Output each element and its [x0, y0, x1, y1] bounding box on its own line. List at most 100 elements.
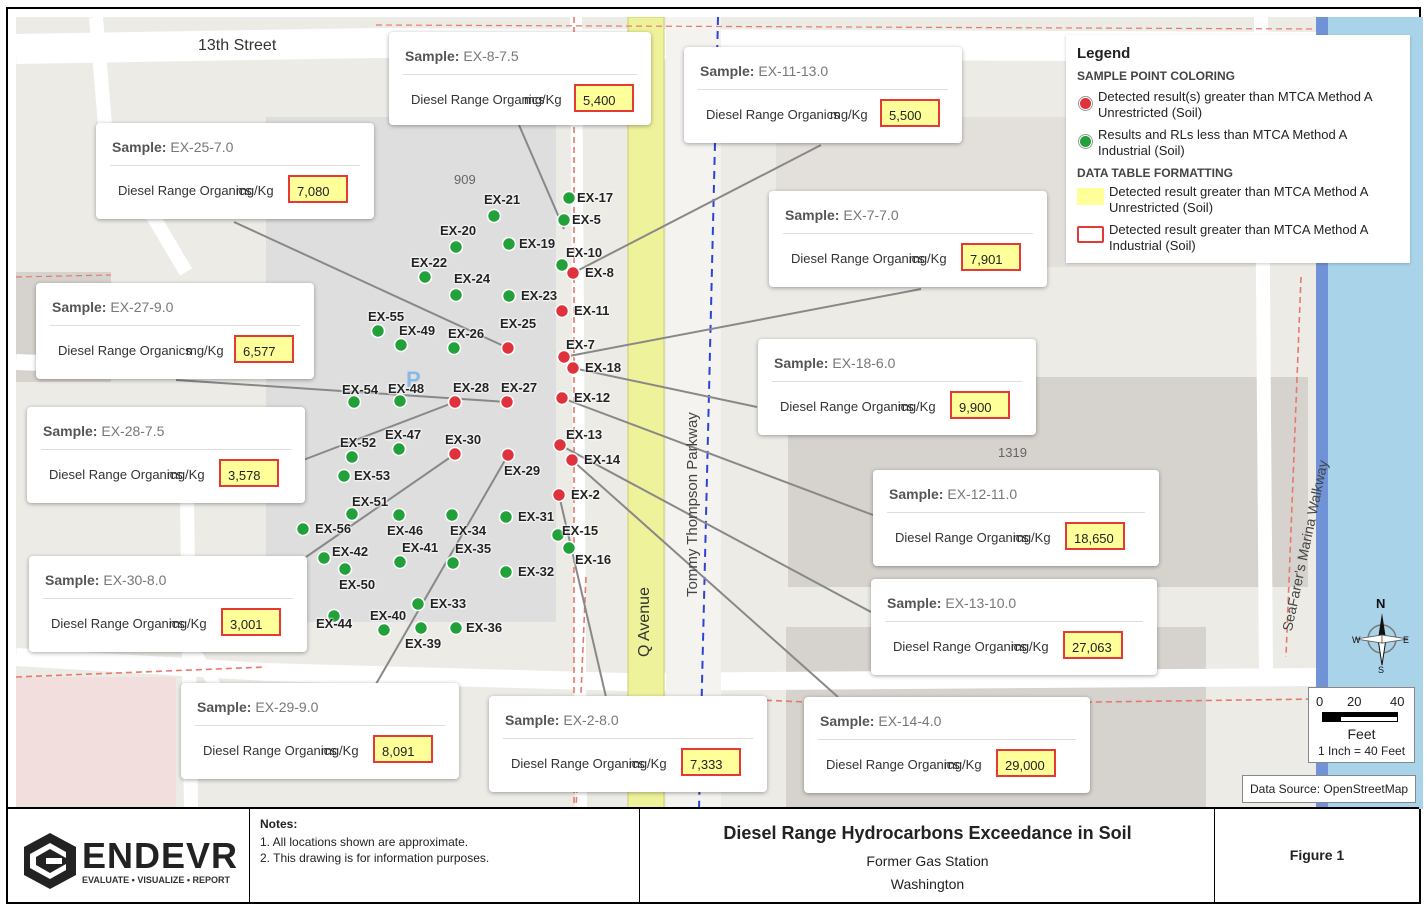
- callout-title: Sample: EX-8-7.5: [405, 48, 519, 64]
- sample-label-ex-5: EX-5: [572, 212, 601, 227]
- sample-point-ex-39[interactable]: [413, 620, 429, 636]
- sample-point-ex-2[interactable]: [551, 487, 567, 503]
- sample-point-ex-50[interactable]: [337, 561, 353, 577]
- callout-sample-label: Sample:: [43, 423, 98, 439]
- sample-label-ex-54: EX-54: [342, 382, 379, 397]
- sample-point-ex-51[interactable]: [344, 506, 360, 522]
- callout-sample-id: EX-28-7.5: [101, 423, 165, 439]
- sample-point-ex-44[interactable]: [326, 608, 342, 624]
- callout-sample-label: Sample:: [774, 355, 829, 371]
- sample-point-ex-42[interactable]: [316, 550, 332, 566]
- sample-point-ex-26[interactable]: [446, 340, 462, 356]
- sample-point-ex-20[interactable]: [448, 239, 464, 255]
- sample-point-ex-31[interactable]: [498, 509, 514, 525]
- legend-red-dot-label: Detected result(s) greater than MTCA Met…: [1098, 89, 1372, 120]
- sample-point-ex-24[interactable]: [448, 287, 464, 303]
- legend-coloring-header: SAMPLE POINT COLORING: [1077, 69, 1236, 83]
- sample-point-ex-32[interactable]: [498, 564, 514, 580]
- callout-value: 5,400: [574, 84, 634, 112]
- sample-point-ex-11[interactable]: [554, 303, 570, 319]
- sample-label-ex-33: EX-33: [430, 596, 467, 611]
- sample-point-ex-30[interactable]: [447, 446, 463, 462]
- sample-point-ex-47[interactable]: [391, 441, 407, 457]
- sample-point-ex-15[interactable]: [550, 527, 566, 543]
- callout-parameter: Diesel Range Organics: [49, 467, 183, 482]
- sample-point-ex-29[interactable]: [500, 447, 516, 463]
- callout-title: Sample: EX-18-6.0: [774, 355, 895, 371]
- sample-point-ex-13[interactable]: [552, 437, 568, 453]
- sample-point-ex-35[interactable]: [445, 555, 461, 571]
- sample-point-ex-53[interactable]: [336, 468, 352, 484]
- sample-point-ex-21[interactable]: [486, 208, 502, 224]
- sample-point-ex-40[interactable]: [376, 622, 392, 638]
- sample-point-ex-8[interactable]: [565, 265, 581, 281]
- sample-label-ex-18: EX-18: [585, 360, 622, 375]
- callout-divider: [503, 738, 753, 739]
- address-1319: 1319: [998, 445, 1027, 460]
- sample-point-ex-41[interactable]: [392, 554, 408, 570]
- sample-point-ex-19[interactable]: [501, 236, 517, 252]
- sample-point-ex-56[interactable]: [295, 521, 311, 537]
- sample-point-ex-23[interactable]: [501, 288, 517, 304]
- sample-point-ex-54[interactable]: [346, 394, 362, 410]
- sample-point-ex-16[interactable]: [561, 540, 577, 556]
- sample-point-ex-17[interactable]: [561, 190, 577, 206]
- callout-sample-id: EX-25-7.0: [170, 139, 234, 155]
- callout-parameter: Diesel Range Organics: [51, 616, 185, 631]
- sample-point-ex-49[interactable]: [393, 337, 409, 353]
- sample-point-ex-22[interactable]: [417, 269, 433, 285]
- callout-title: Sample: EX-7-7.0: [785, 207, 899, 223]
- callout-divider: [887, 512, 1145, 513]
- sample-point-ex-46[interactable]: [391, 507, 407, 523]
- callout-unit: mg/Kg: [909, 251, 947, 266]
- sample-point-ex-28[interactable]: [447, 394, 463, 410]
- sample-point-ex-34[interactable]: [444, 507, 460, 523]
- callout-sample-id: EX-29-9.0: [255, 699, 319, 715]
- scale-tick-0: 0: [1316, 694, 1324, 709]
- sample-point-ex-36[interactable]: [448, 620, 464, 636]
- compass-e: E: [1403, 635, 1409, 645]
- callout-sample-id: EX-11-13.0: [758, 63, 829, 79]
- legend-yellow-label: Detected result greater than MTCA Method…: [1109, 184, 1368, 215]
- sample-point-ex-52[interactable]: [344, 449, 360, 465]
- sample-point-ex-25[interactable]: [500, 340, 516, 356]
- sample-point-ex-27[interactable]: [499, 394, 515, 410]
- sample-point-ex-48[interactable]: [392, 393, 408, 409]
- sample-label-ex-55: EX-55: [368, 309, 405, 324]
- sample-point-ex-7[interactable]: [556, 349, 572, 365]
- sample-point-ex-12[interactable]: [554, 390, 570, 406]
- sample-point-ex-33[interactable]: [410, 596, 426, 612]
- logo-tagline: EVALUATE • VISUALIZE • REPORT: [82, 875, 230, 885]
- legend-title: Legend: [1077, 45, 1131, 62]
- callout-divider: [885, 621, 1143, 622]
- callout-divider: [50, 325, 300, 326]
- sample-point-ex-14[interactable]: [564, 452, 580, 468]
- sample-point-ex-10[interactable]: [554, 257, 570, 273]
- callout-divider: [818, 739, 1076, 740]
- sample-label-ex-20: EX-20: [440, 223, 477, 238]
- sample-label-ex-16: EX-16: [575, 552, 612, 567]
- sample-label-ex-14: EX-14: [584, 452, 621, 467]
- data-source: Data Source: OpenStreetMap: [1242, 775, 1416, 803]
- map-panel[interactable]: P 13th Street Q Avenue Tommy: [16, 17, 1423, 809]
- road-13th-street: [16, 27, 1317, 64]
- sample-point-ex-18[interactable]: [565, 360, 581, 376]
- callout-unit: mg/Kg: [321, 743, 359, 758]
- legend-red-outline-icon: [1077, 226, 1104, 243]
- sample-point-ex-55[interactable]: [370, 323, 386, 339]
- figure-title: Diesel Range Hydrocarbons Exceedance in …: [723, 823, 1132, 843]
- sample-point-ex-5[interactable]: [556, 212, 572, 228]
